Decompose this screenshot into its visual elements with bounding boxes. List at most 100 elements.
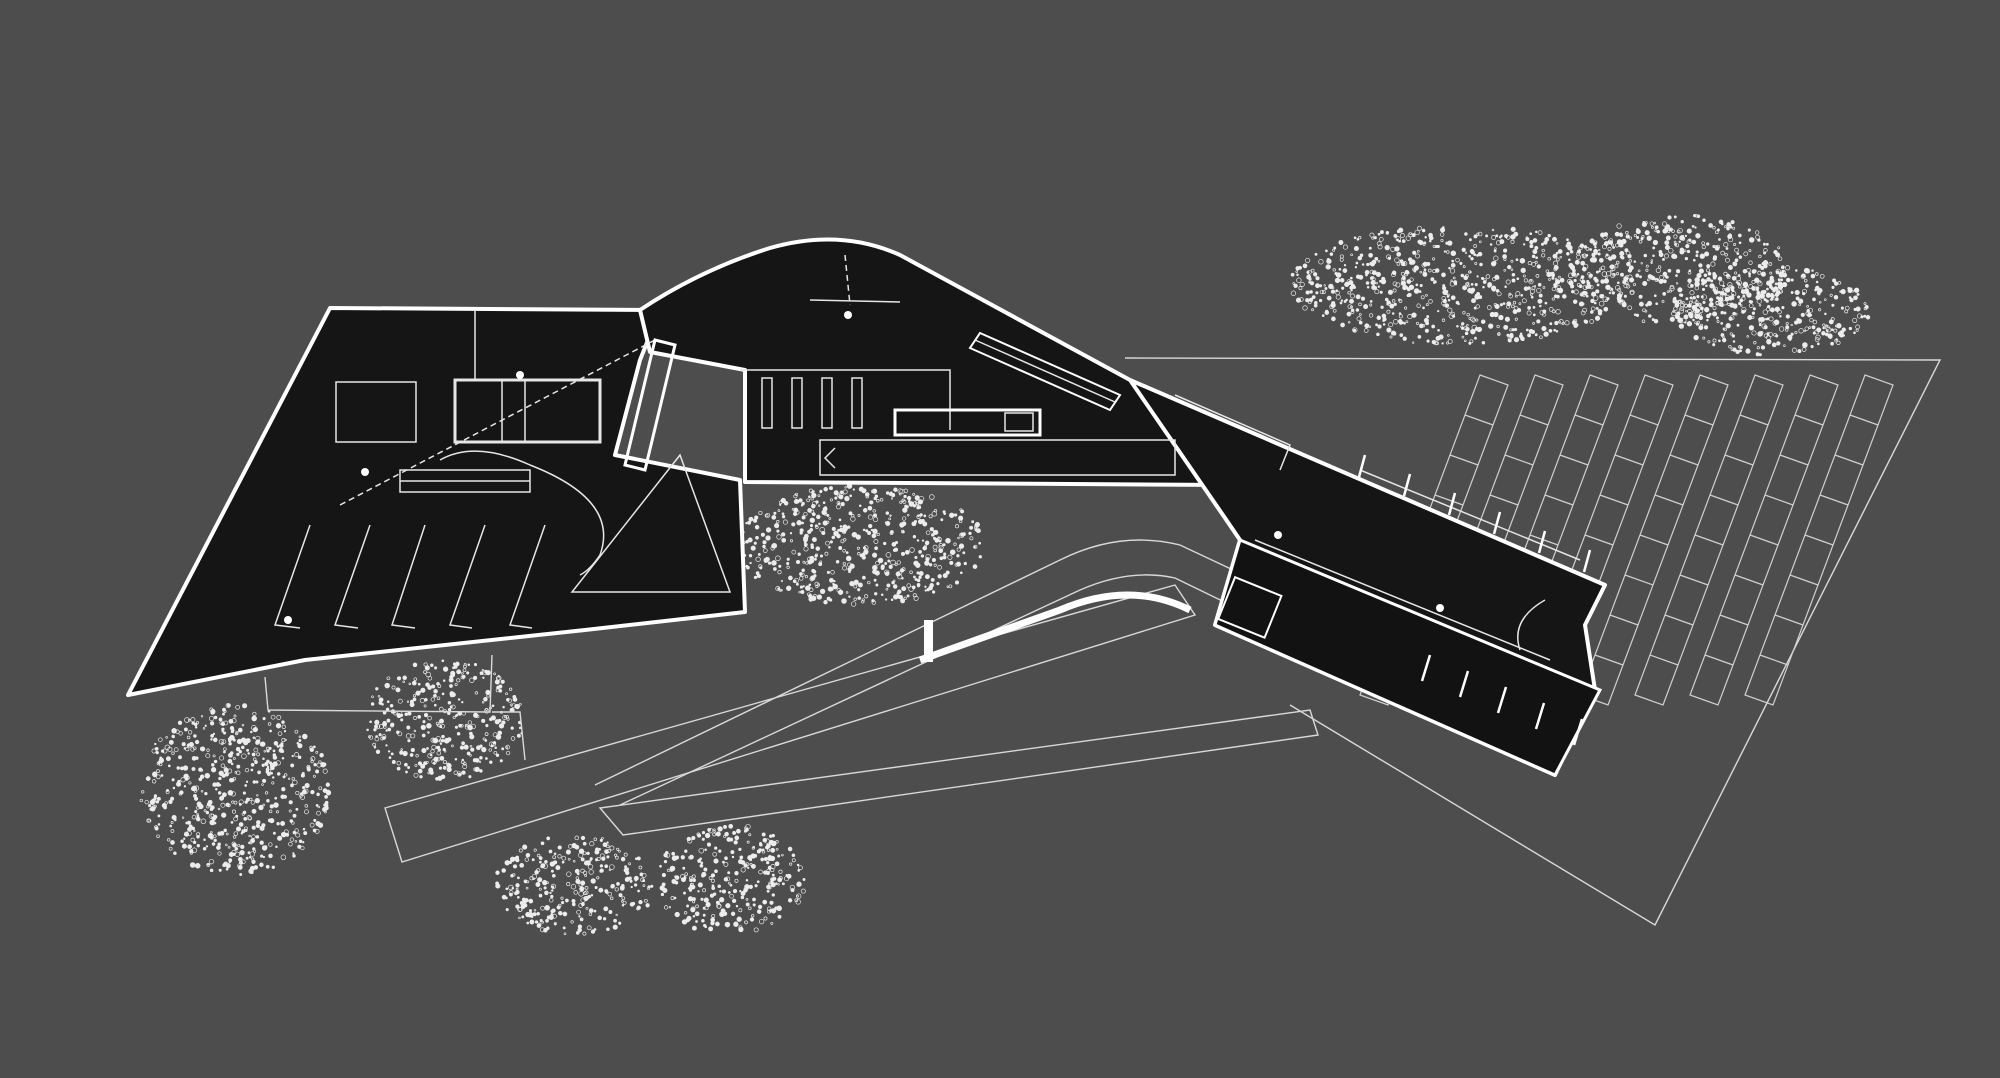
parking-stall-line [1504, 454, 1534, 466]
foliage-speck [1595, 289, 1600, 294]
foliage-speck [915, 562, 921, 568]
foliage-speck [1770, 293, 1774, 297]
foliage-speck [1343, 300, 1347, 303]
foliage-speck [1493, 255, 1499, 261]
foliage-speck [529, 919, 535, 925]
foliage-speck [723, 877, 729, 882]
foliage-speck [1641, 319, 1646, 323]
east-partition [1174, 394, 1291, 471]
parking-stall-line [1804, 534, 1834, 546]
foliage-speck [219, 830, 225, 836]
parking-stall-line [1694, 534, 1724, 546]
foliage-speck [924, 585, 927, 588]
foliage-speck [740, 890, 746, 896]
foliage-speck [949, 512, 955, 518]
foliage-speck [781, 515, 786, 519]
foliage-speck [427, 753, 433, 759]
foliage-speck [770, 847, 776, 853]
foliage-speck [178, 755, 182, 760]
foliage-speck [1461, 247, 1466, 252]
foliage-speck [446, 763, 452, 769]
foliage-speck [1710, 261, 1716, 267]
foliage-speck [1757, 270, 1762, 275]
foliage-speck [1767, 280, 1773, 286]
foliage-speck [284, 738, 287, 742]
foliage-speck [571, 902, 576, 907]
foliage-speck [524, 898, 529, 903]
foliage-speck [514, 891, 518, 896]
foliage-speck [450, 692, 456, 698]
parking-stall-line [1489, 494, 1519, 506]
foliage-speck [1528, 279, 1534, 285]
foliage-speck [1541, 312, 1547, 317]
foliage-speck [407, 766, 411, 769]
foliage-speck [1692, 318, 1695, 322]
foliage-speck [594, 885, 598, 890]
foliage-speck [518, 916, 521, 920]
foliage-speck [1676, 269, 1681, 274]
foliage-speck [213, 737, 218, 743]
foliage-speck [1499, 239, 1505, 245]
foliage-speck [202, 846, 207, 851]
foliage-speck [1833, 281, 1839, 286]
foliage-speck [229, 792, 232, 795]
foliage-speck [531, 858, 535, 862]
foliage-speck [1815, 280, 1819, 284]
foliage-speck [771, 515, 777, 520]
foliage-speck [1398, 314, 1403, 319]
foliage-speck [1371, 285, 1377, 290]
foliage-speck [253, 865, 259, 870]
foliage-speck [842, 524, 848, 530]
foliage-speck [1407, 314, 1413, 320]
foliage-speck [1610, 288, 1614, 291]
foliage-speck [196, 844, 200, 848]
foliage-speck [825, 520, 830, 524]
foliage-speck [1830, 328, 1834, 332]
foliage-speck [1606, 297, 1610, 301]
foliage-speck [570, 920, 574, 924]
foliage-speck [867, 580, 871, 585]
foliage-speck [218, 717, 223, 722]
foliage-speck [1566, 238, 1569, 242]
foliage-speck [758, 848, 763, 852]
foliage-speck [380, 736, 384, 741]
foliage-speck [187, 844, 192, 850]
foliage-speck [1353, 236, 1357, 240]
foliage-speck [180, 766, 184, 771]
foliage-speck [701, 837, 705, 841]
foliage-speck [805, 585, 811, 591]
foliage-speck [914, 577, 918, 581]
foliage-speck [1814, 288, 1817, 292]
foliage-speck [1469, 339, 1474, 344]
shelf-2 [791, 377, 803, 429]
foliage-speck [426, 723, 432, 729]
foliage-speck [204, 791, 208, 796]
foliage-speck [588, 912, 593, 917]
foliage-speck [661, 873, 666, 878]
foliage-speck [1321, 314, 1325, 317]
foliage-speck [1800, 273, 1806, 280]
foliage-speck [303, 788, 309, 794]
foliage-speck [1449, 268, 1456, 274]
foliage-speck [867, 514, 874, 520]
foliage-speck [1347, 290, 1351, 295]
foliage-speck [1831, 303, 1835, 307]
foliage-speck [1407, 257, 1413, 262]
foliage-speck [840, 539, 845, 544]
foliage-speck [771, 542, 778, 549]
foliage-speck [577, 927, 582, 933]
foliage-speck [284, 773, 288, 777]
foliage-speck [203, 809, 207, 813]
foliage-speck [456, 771, 462, 777]
foliage-speck [397, 698, 403, 704]
foliage-speck [532, 912, 537, 917]
foliage-speck [1611, 291, 1615, 295]
foliage-speck [736, 828, 741, 834]
foliage-speck [1400, 271, 1405, 276]
foliage-speck [1514, 327, 1518, 332]
foliage-speck [223, 767, 229, 773]
foliage-speck [195, 756, 199, 760]
foliage-speck [1775, 290, 1781, 296]
foliage-speck [206, 748, 210, 752]
foliage-speck [1719, 290, 1725, 296]
